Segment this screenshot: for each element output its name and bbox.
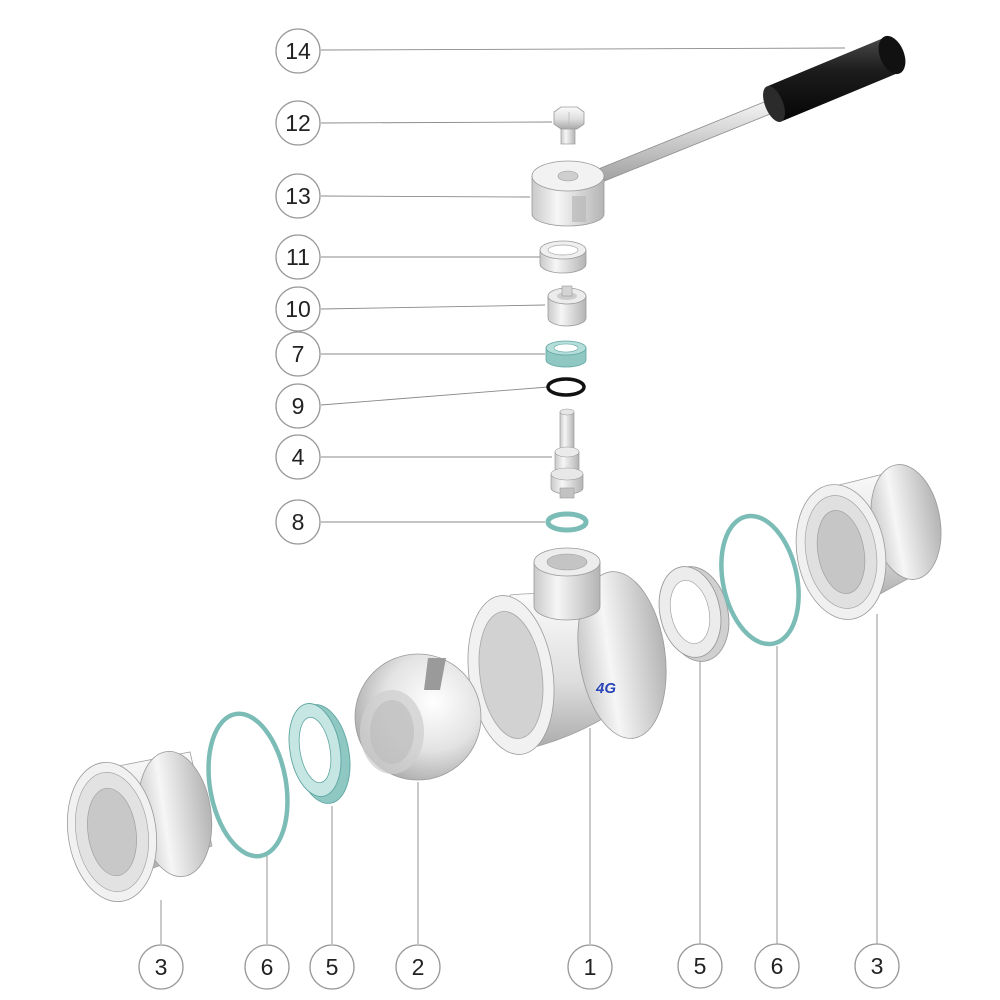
leader-lines <box>160 47 878 944</box>
stem-washer <box>545 511 589 533</box>
callout-7: 7 <box>275 331 321 377</box>
callout-3-right-label: 3 <box>871 953 884 979</box>
leader-10 <box>320 304 546 310</box>
callout-5-right-label: 5 <box>694 953 707 979</box>
callout-6-right: 6 <box>754 943 800 989</box>
callout-9-label: 9 <box>292 393 305 419</box>
end-connector-right <box>795 464 942 620</box>
callout-13-label: 13 <box>285 183 311 209</box>
callout-7-label: 7 <box>292 341 305 367</box>
gasket-right <box>719 513 801 647</box>
stem <box>550 408 584 499</box>
callout-3-left-label: 3 <box>155 954 168 980</box>
valve-body: 4G <box>467 547 667 755</box>
seat-ring-right <box>658 566 730 662</box>
ball <box>354 653 482 781</box>
callout-1: 1 <box>567 944 613 990</box>
callout-8: 8 <box>275 499 321 545</box>
gasket-left <box>206 711 290 859</box>
callout-5-left: 5 <box>309 944 355 990</box>
callout-13: 13 <box>275 173 321 219</box>
callout-11: 11 <box>275 234 321 280</box>
callout-5-right: 5 <box>677 943 723 989</box>
nut <box>539 240 587 274</box>
stem-bushing <box>547 285 587 327</box>
stem-seal <box>545 340 587 368</box>
end-connector-left <box>66 751 213 902</box>
callout-10-label: 10 <box>285 296 311 322</box>
callouts: 14 12 13 11 10 7 9 4 <box>138 28 900 990</box>
o-ring <box>546 377 586 397</box>
callout-11-label: 11 <box>286 244 310 270</box>
handle <box>595 35 906 183</box>
callout-6-left-label: 6 <box>261 954 274 980</box>
callout-14-label: 14 <box>285 38 311 64</box>
callout-10: 10 <box>275 286 321 332</box>
callout-12-label: 12 <box>285 110 311 136</box>
callout-2: 2 <box>395 944 441 990</box>
callout-8-label: 8 <box>292 509 305 535</box>
callout-3-right: 3 <box>854 943 900 989</box>
callout-5-left-label: 5 <box>326 954 339 980</box>
callout-9: 9 <box>275 383 321 429</box>
callout-14: 14 <box>275 28 321 74</box>
leader-9 <box>320 386 549 406</box>
callout-2-label: 2 <box>412 954 425 980</box>
callout-3-left: 3 <box>138 944 184 990</box>
callout-12: 12 <box>275 100 321 146</box>
callout-4-label: 4 <box>292 444 305 470</box>
brand-mark: 4G <box>595 680 616 697</box>
hex-bolt <box>553 106 585 145</box>
callout-6-left: 6 <box>244 944 290 990</box>
leader-14 <box>320 47 846 51</box>
seat-ring-left <box>288 703 351 804</box>
callout-4: 4 <box>275 434 321 480</box>
callout-6-right-label: 6 <box>771 953 784 979</box>
callout-1-label: 1 <box>584 954 597 980</box>
handle-hub <box>531 160 605 227</box>
leader-13 <box>320 195 531 198</box>
leader-12 <box>320 121 553 124</box>
